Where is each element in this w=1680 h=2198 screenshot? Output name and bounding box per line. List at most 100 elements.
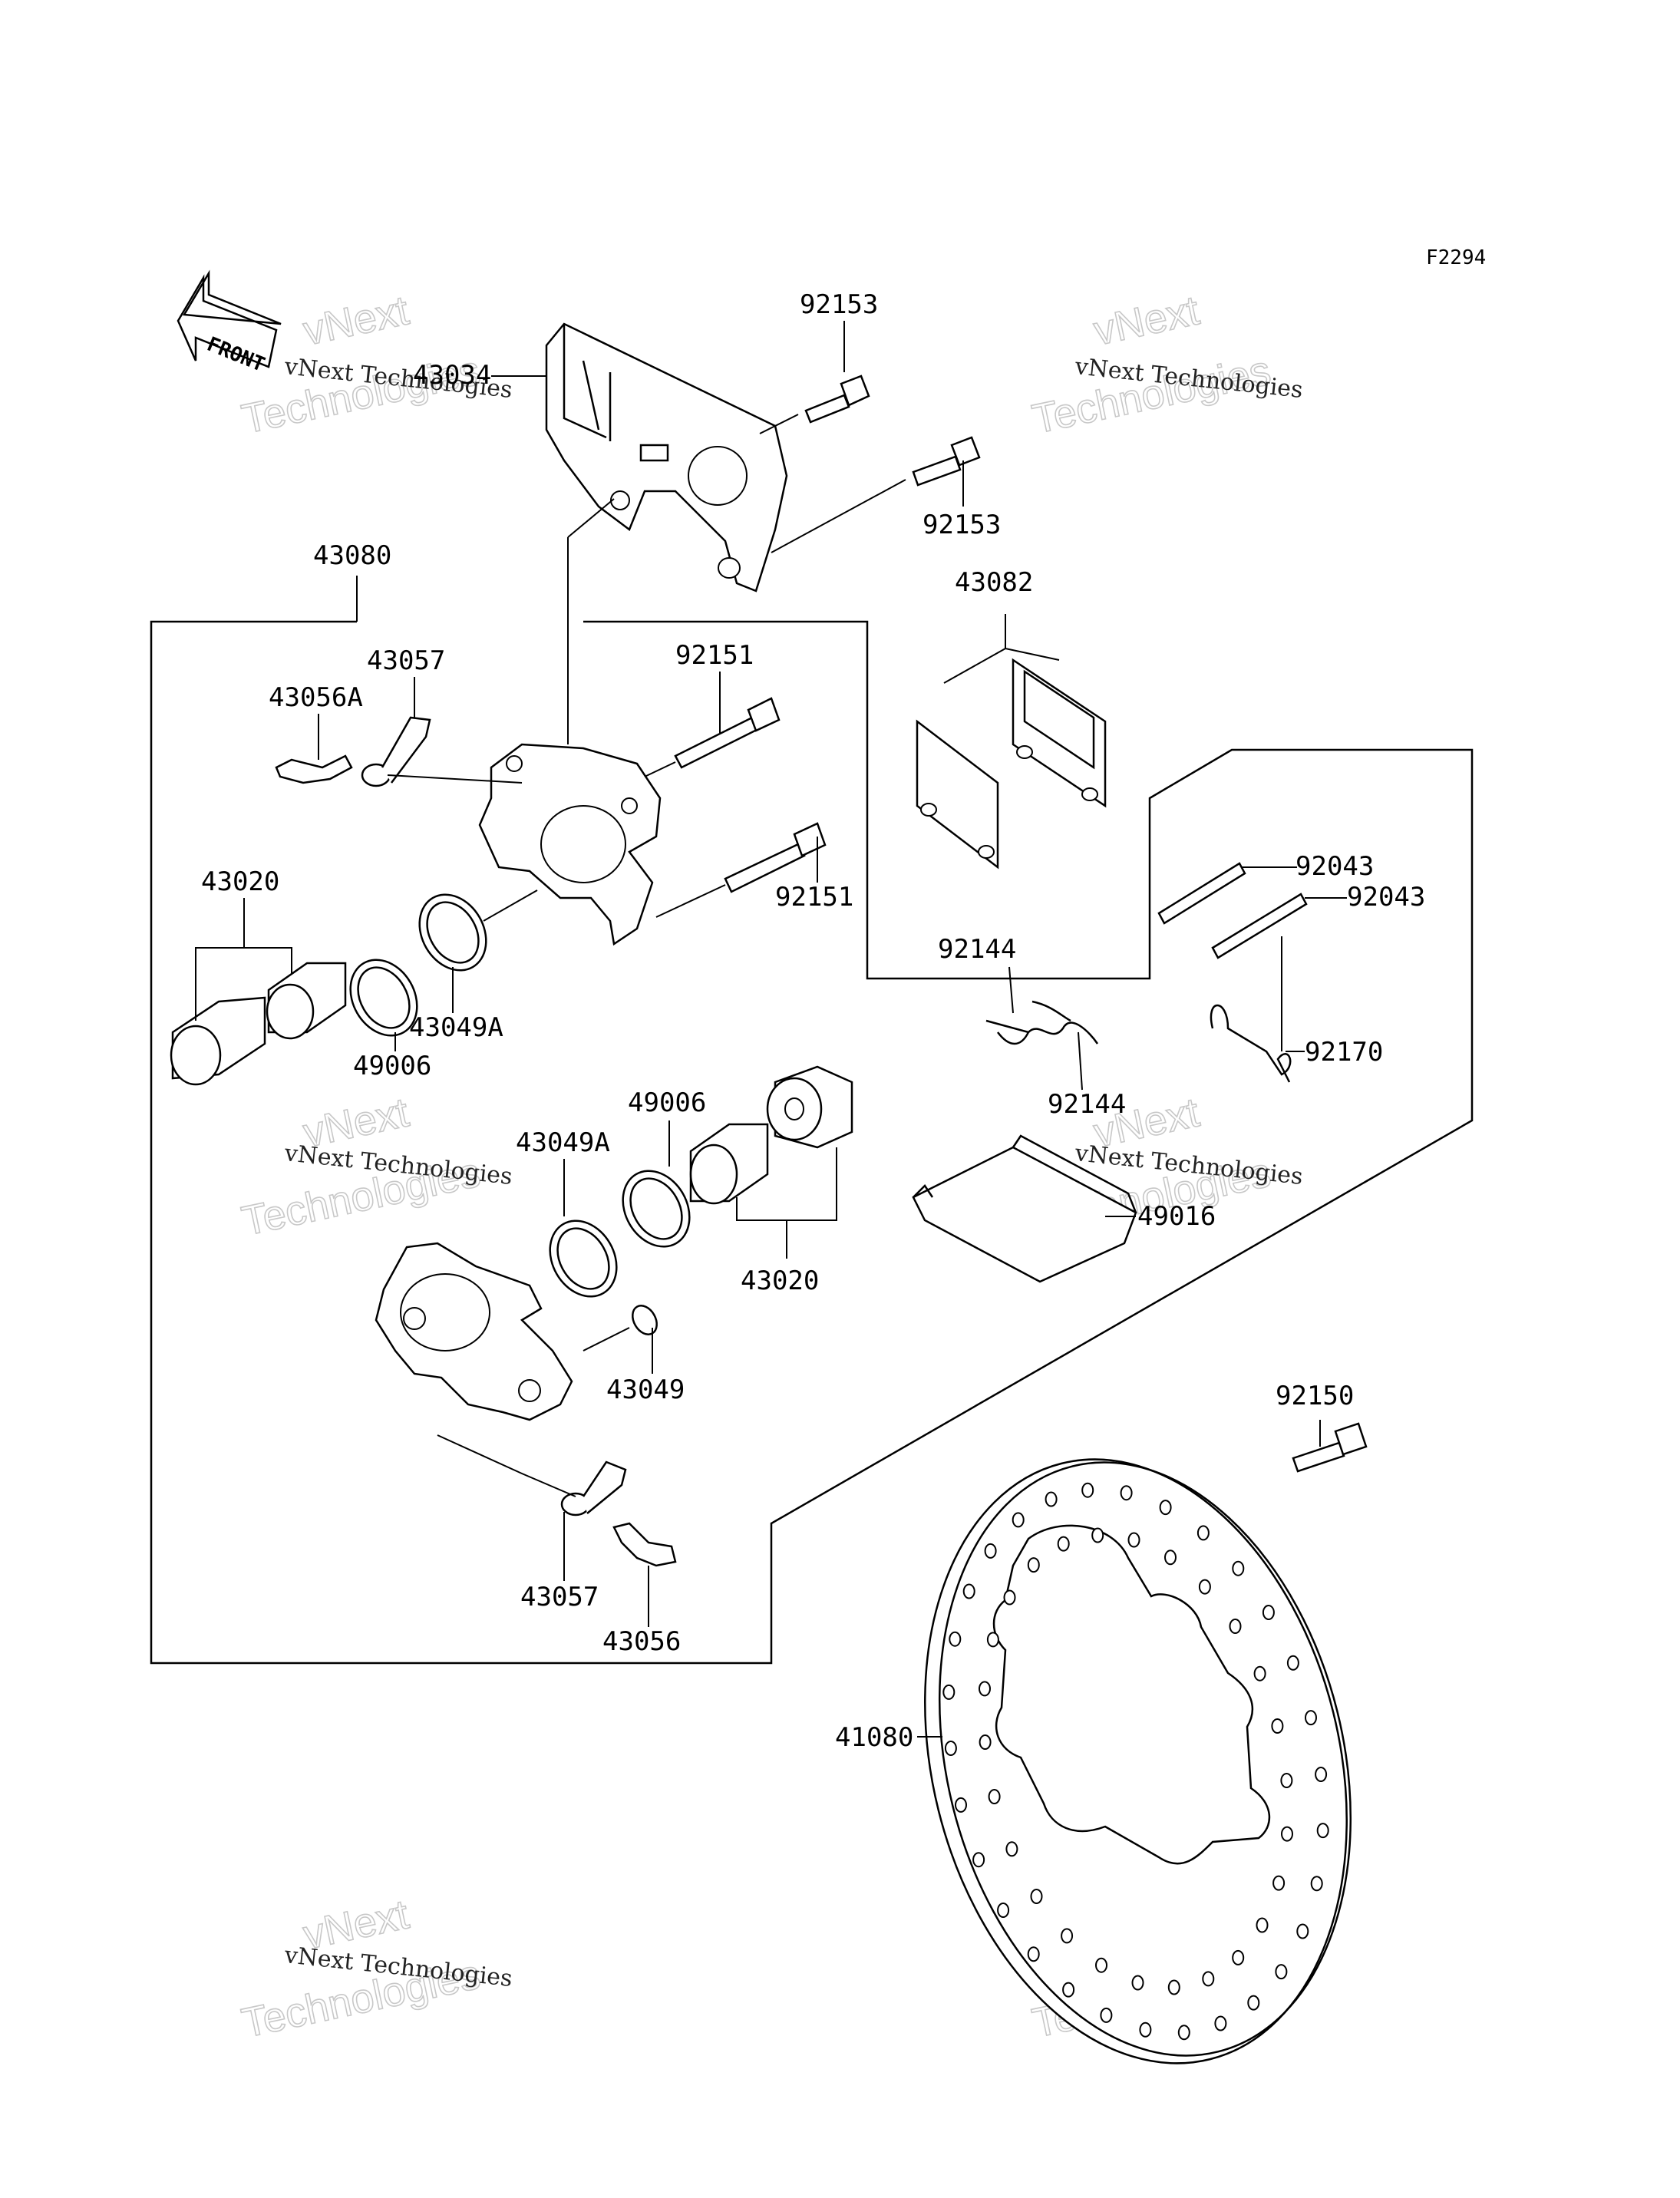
seal-43049A-lower (549, 1219, 618, 1298)
disc-hole (1164, 1549, 1177, 1566)
label-92150: 92150 (1276, 1381, 1354, 1411)
disc-hole (1296, 1923, 1309, 1939)
bolt-92153-lower (912, 436, 981, 487)
disc-hole (1003, 1589, 1016, 1606)
disc-hole (1253, 1665, 1266, 1682)
label-49006-lower: 49006 (628, 1087, 706, 1118)
disc-hole (1159, 1500, 1172, 1516)
disc-hole (1247, 1995, 1260, 2011)
label-49006-upper: 49006 (353, 1051, 431, 1081)
disc-hole (1232, 1560, 1245, 1576)
disc-hole (949, 1631, 962, 1647)
label-43020-upper: 43020 (201, 866, 279, 897)
disc-hole (1167, 1979, 1180, 1995)
watermark-middle-left: vNext Technologies vNext Technologies (237, 1089, 513, 1246)
disc-hole (1262, 1605, 1275, 1620)
disc-hole (1005, 1841, 1018, 1857)
pad-spring-49016 (912, 1134, 1137, 1283)
figure-code: F2294 (1426, 246, 1486, 269)
piston-lower-set (689, 1065, 853, 1205)
disc-hole (1139, 2021, 1152, 2038)
label-92153-lower: 92153 (923, 510, 1001, 540)
pad-pin-lower (1211, 893, 1308, 959)
disc-hole (979, 1681, 991, 1697)
label-43082: 43082 (955, 567, 1033, 598)
disc-hole (1081, 1482, 1094, 1498)
label-92144-lower: 92144 (1048, 1089, 1126, 1120)
seal-43049A-upper (418, 893, 487, 972)
disc-hole (1305, 1710, 1317, 1726)
label-92043-lower: 92043 (1347, 882, 1425, 913)
label-92043-upper: 92043 (1295, 851, 1374, 882)
front-arrow-icon: FRONT (177, 269, 282, 377)
label-92144-upper: 92144 (938, 934, 1016, 965)
label-43080: 43080 (313, 540, 391, 571)
spring-92144 (985, 1000, 1099, 1045)
caliper-bracket (545, 322, 788, 592)
label-43057-lower: 43057 (520, 1582, 599, 1612)
caliper-body-upper (478, 743, 662, 946)
disc-hole (1214, 2015, 1227, 2031)
label-92170: 92170 (1305, 1037, 1383, 1068)
disc-hole (1196, 1525, 1210, 1541)
caliper-body-lower (375, 1242, 573, 1421)
svg-text:vNext: vNext (1090, 287, 1203, 354)
label-41080: 41080 (835, 1722, 913, 1753)
label-92151-upper: 92151 (675, 640, 754, 671)
label-92153-upper: 92153 (800, 289, 878, 320)
disc-hole (997, 1903, 1010, 1918)
disc-hole (1127, 1532, 1140, 1548)
watermark-top-right: vNext Technologies vNext Technologies (1028, 287, 1304, 444)
label-49016: 49016 (1137, 1201, 1216, 1232)
disc-hole (1120, 1485, 1133, 1501)
watermark-bottom-left: vNext Technologies vNext Technologies (237, 1891, 513, 2048)
label-43049A-lower: 43049A (516, 1127, 610, 1158)
disc-hole (1310, 1876, 1323, 1892)
bleeder-cap-lower (560, 1460, 627, 1516)
label-43049: 43049 (606, 1375, 685, 1405)
disc-hole (986, 1632, 999, 1648)
label-43056: 43056 (602, 1626, 681, 1657)
pin-92151-upper (674, 697, 781, 769)
seal-49006-lower (622, 1170, 691, 1248)
washer-43049 (632, 1305, 658, 1335)
disc-hole (1027, 1946, 1040, 1962)
disc-hole (1030, 1889, 1043, 1904)
bleeder-valve-lower (612, 1522, 677, 1567)
assembly-frame-43080 (150, 620, 1474, 1665)
disc-hole (979, 1734, 992, 1750)
disc-hole (1275, 1964, 1288, 1980)
clip-92170 (1210, 1004, 1292, 1083)
label-92151-lower: 92151 (775, 882, 853, 913)
disc-hole (962, 1583, 975, 1599)
disc-hole (1229, 1619, 1242, 1634)
disc-hole (1316, 1823, 1329, 1839)
disc-hole (1280, 1773, 1293, 1788)
disc-hole (1062, 1982, 1075, 1998)
disc-hole (1271, 1718, 1284, 1734)
disc-hole (1281, 1826, 1293, 1842)
disc-hole (1131, 1975, 1144, 1991)
seal-49006-upper (349, 959, 418, 1037)
disc-hole (1100, 2007, 1113, 2023)
disc-hole (984, 1543, 997, 1559)
disc-hole (1315, 1767, 1328, 1782)
disc-hole (955, 1797, 967, 1813)
brake-pad-rear (1012, 658, 1107, 808)
disc-hole (1027, 1557, 1040, 1573)
label-43056A: 43056A (269, 682, 363, 713)
disc-hole (1057, 1536, 1070, 1552)
pad-pin-upper (1157, 862, 1246, 925)
disc-hole (1286, 1655, 1299, 1671)
disc-hole (1202, 1971, 1215, 1987)
disc-hole (972, 1852, 985, 1868)
label-43020-lower: 43020 (741, 1266, 819, 1296)
bolt-92153-upper (804, 375, 870, 424)
disc-hole (988, 1789, 1001, 1804)
disc-hole (1177, 2025, 1190, 2041)
svg-text:vNext: vNext (299, 287, 413, 354)
label-43049A-upper: 43049A (409, 1012, 503, 1043)
disc-hole (1272, 1875, 1286, 1891)
disc-hole (1061, 1928, 1074, 1944)
bleeder-valve-upper (275, 754, 353, 784)
